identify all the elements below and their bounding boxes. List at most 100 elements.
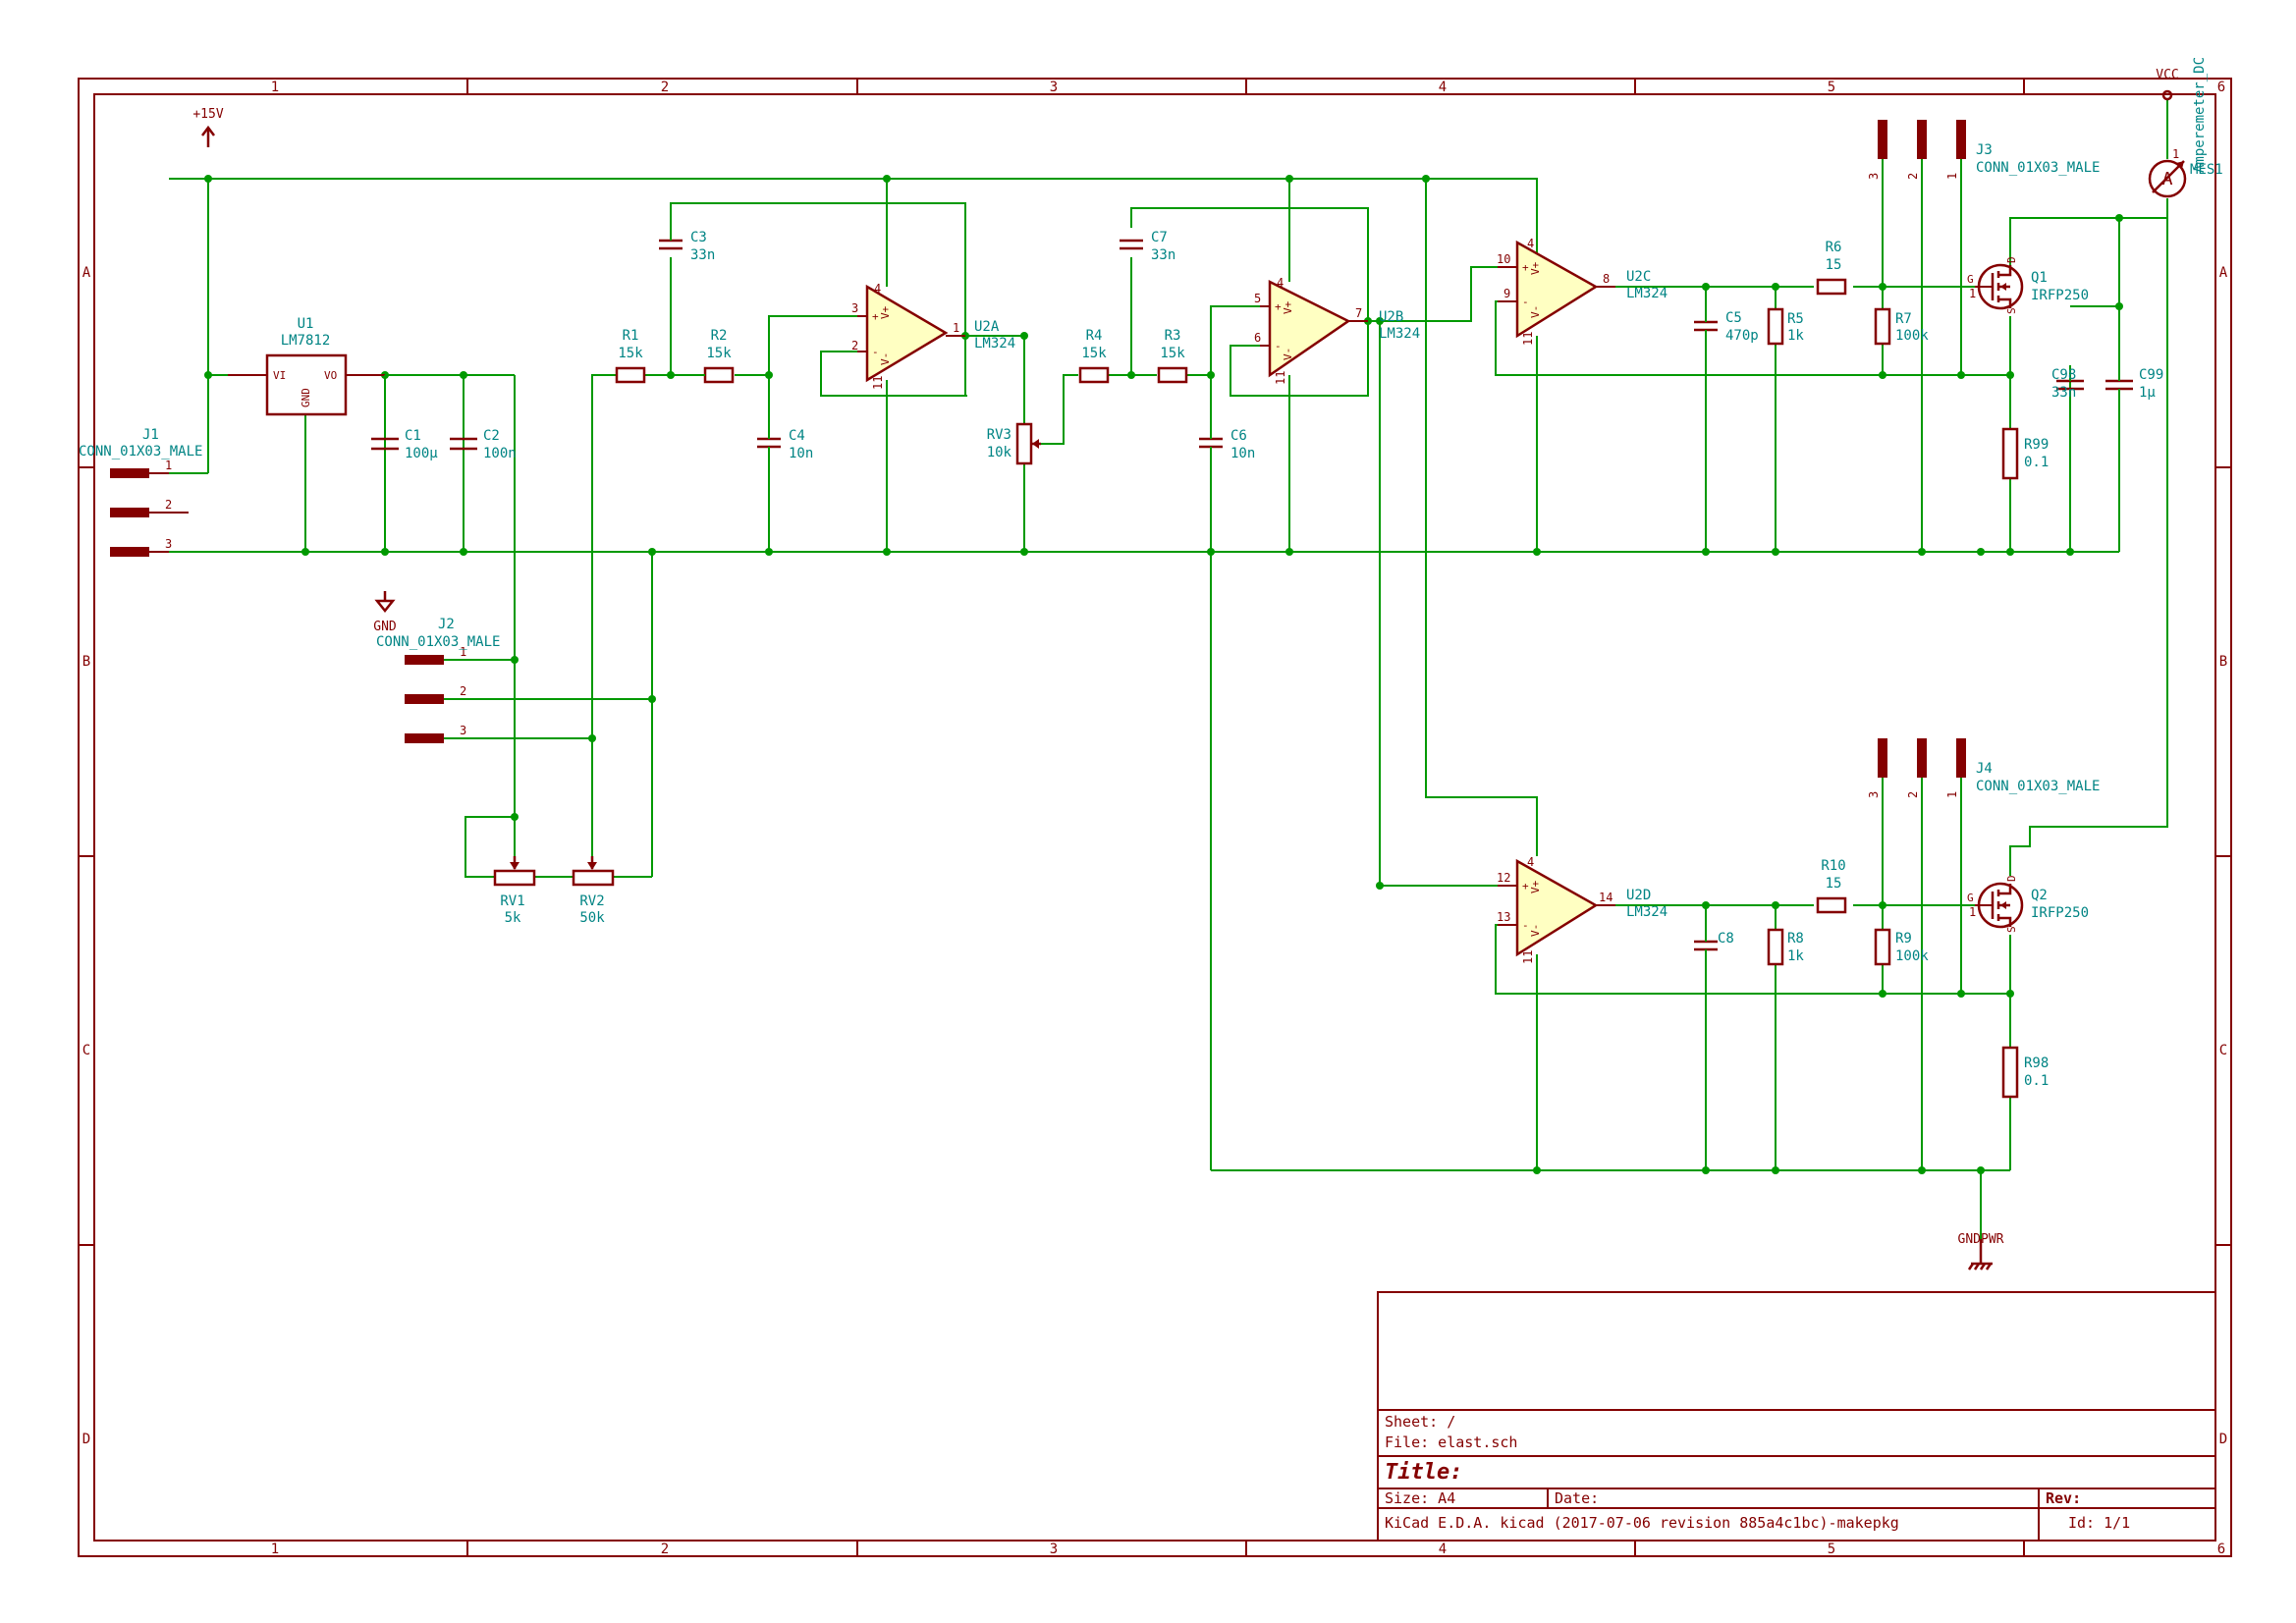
svg-text:50k: 50k [579, 910, 605, 926]
svg-text:9: 9 [1503, 287, 1510, 300]
opamp-output-stubs [1615, 286, 1706, 906]
svg-text:C1: C1 [405, 428, 421, 444]
svg-text:GND: GND [300, 388, 312, 407]
title-block-title: Title: [1385, 1460, 1462, 1485]
svg-text:Q1: Q1 [2031, 270, 2048, 286]
zone-row-a-r: A [2219, 265, 2228, 281]
svg-text:1: 1 [1945, 173, 1959, 180]
zone-col-2: 2 [661, 80, 669, 95]
zone-row-b: B [82, 654, 90, 670]
zone-row-a: A [82, 265, 91, 281]
svg-text:Q2: Q2 [2031, 888, 2048, 903]
svg-text:15k: 15k [618, 346, 643, 361]
svg-text:VI: VI [273, 369, 286, 382]
ammeter-mes1: A MES1 Amperemeter_DC 1 [2148, 57, 2223, 198]
svg-text:IRFP250: IRFP250 [2031, 905, 2089, 921]
svg-text:14: 14 [1599, 891, 1613, 904]
title-block-file: File: elast.sch [1385, 1434, 1517, 1451]
svg-text:VCC: VCC [2156, 68, 2178, 82]
svg-text:7: 7 [1355, 306, 1362, 320]
svg-text:4: 4 [1277, 276, 1284, 290]
potentiometer-rv1: RV1 5k [493, 856, 536, 926]
svg-text:S: S [2005, 307, 2018, 314]
svg-text:2: 2 [165, 498, 172, 512]
svg-text:-: - [872, 346, 879, 358]
zone-col-3: 3 [1050, 80, 1058, 95]
svg-text:C98: C98 [2051, 367, 2076, 383]
svg-text:33n: 33n [1151, 247, 1175, 263]
svg-text:1µ: 1µ [2139, 385, 2156, 401]
junctions [204, 175, 2123, 1174]
zone-col-2b: 2 [661, 1542, 669, 1557]
svg-text:V+: V+ [879, 305, 892, 319]
svg-text:R9: R9 [1895, 931, 1912, 947]
j1-value: CONN_01X03_MALE [79, 444, 202, 460]
svg-text:6: 6 [1254, 331, 1261, 345]
connector-j1: 1 2 3 J1 CONN_01X03_MALE [79, 427, 202, 557]
resistor-r8: R8 1k [1767, 928, 1804, 966]
svg-text:10n: 10n [1230, 446, 1255, 461]
zone-col-5: 5 [1828, 80, 1835, 95]
svg-text:D: D [2005, 256, 2018, 263]
svg-text:3: 3 [460, 724, 466, 737]
svg-text:GND: GND [373, 620, 397, 634]
svg-text:10n: 10n [789, 446, 813, 461]
svg-text:33n: 33n [2051, 385, 2076, 401]
svg-text:RV1: RV1 [500, 893, 524, 909]
svg-text:MES1: MES1 [2190, 162, 2223, 178]
svg-text:U2D: U2D [1626, 888, 1651, 903]
svg-text:LM324: LM324 [1626, 286, 1667, 301]
svg-text:LM324: LM324 [974, 336, 1015, 352]
j3-ref: J3 [1976, 142, 1993, 158]
svg-text:C3: C3 [690, 230, 707, 245]
svg-text:4: 4 [1527, 237, 1534, 250]
svg-text:Amperemeter_DC: Amperemeter_DC [2192, 57, 2208, 173]
capacitor-c1: C1 100µ [371, 375, 438, 461]
resistor-r6: R6 15 [1816, 240, 1847, 296]
svg-text:12: 12 [1497, 871, 1510, 885]
svg-text:C2: C2 [483, 428, 500, 444]
svg-text:15: 15 [1826, 257, 1842, 273]
u1-ref: U1 [298, 316, 314, 332]
zone-row-c: C [82, 1043, 90, 1058]
svg-text:C4: C4 [789, 428, 805, 444]
svg-text:G: G [1967, 892, 1974, 904]
svg-text:GNDPWR: GNDPWR [1958, 1232, 2004, 1247]
svg-text:100k: 100k [1895, 328, 1929, 344]
svg-text:4: 4 [1527, 855, 1534, 869]
resistor-r2: R2 15k [671, 328, 735, 384]
svg-text:11: 11 [1521, 950, 1535, 964]
svg-text:V-: V- [1529, 305, 1542, 318]
svg-text:15k: 15k [1160, 346, 1185, 361]
title-block-id: Id: 1/1 [2068, 1514, 2130, 1532]
svg-text:1k: 1k [1787, 328, 1804, 344]
svg-text:2: 2 [1906, 791, 1920, 798]
svg-text:1: 1 [1945, 791, 1959, 798]
svg-text:3: 3 [1867, 173, 1881, 180]
capacitor-c6: C6 10n [1199, 424, 1255, 463]
resistor-r3: R3 15k [1157, 328, 1188, 384]
svg-text:+: + [1522, 880, 1529, 893]
zone-col-5b: 5 [1828, 1542, 1835, 1557]
resistor-r10: R10 15 [1816, 858, 1847, 914]
power-15v-symbol: +15V [192, 107, 224, 147]
svg-text:R1: R1 [623, 328, 639, 344]
svg-text:11: 11 [1274, 371, 1287, 385]
connector-j4: 3 2 1 J4 CONN_01X03_MALE [1867, 738, 2100, 798]
svg-text:R4: R4 [1086, 328, 1103, 344]
resistor-r1: R1 15k [615, 328, 646, 384]
svg-text:+: + [872, 310, 879, 323]
svg-text:RV3: RV3 [987, 427, 1011, 443]
connector-j2: 1 2 3 J2 CONN_01X03_MALE [376, 617, 500, 743]
svg-text:V-: V- [1529, 924, 1542, 937]
svg-text:0.1: 0.1 [2024, 455, 2049, 470]
wires [169, 100, 2168, 1239]
svg-text:8: 8 [1603, 272, 1610, 286]
svg-text:5k: 5k [505, 910, 521, 926]
svg-text:U2B: U2B [1379, 309, 1403, 325]
capacitor-c99: C99 1µ [2105, 365, 2163, 405]
capacitor-c2: C2 100n [450, 428, 517, 461]
svg-text:D: D [2005, 875, 2018, 882]
resistor-r9: R9 100k [1874, 928, 1929, 966]
resistor-r99: R99 0.1 [2001, 427, 2049, 480]
